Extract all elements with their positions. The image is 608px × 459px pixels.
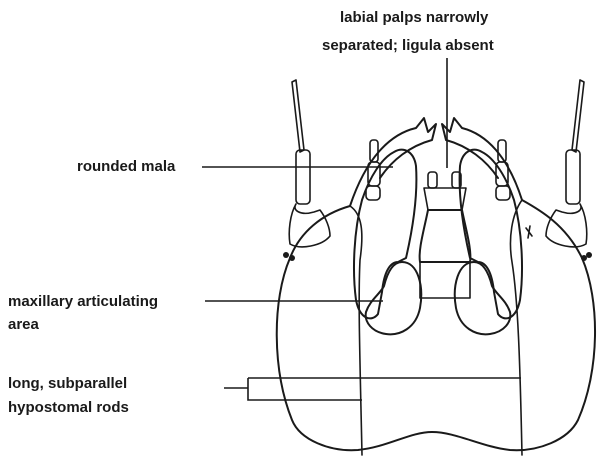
leader-hypostomal-bracket	[224, 378, 521, 400]
label-hypostomal-line2: hypostomal rods	[8, 399, 129, 416]
right-eye-spot-a	[586, 252, 592, 258]
cheek-mark	[526, 226, 532, 238]
label-labial-palps-line2: separated; ligula absent	[322, 37, 494, 54]
left-eye-spot-b	[289, 255, 295, 261]
label-maxillary-line1: maxillary articulating	[8, 293, 158, 310]
label-rounded-mala: rounded mala	[77, 158, 176, 175]
left-eye-spot-a	[283, 252, 289, 258]
left-mandible	[350, 118, 436, 206]
left-articulating-area	[366, 262, 422, 334]
prementum	[420, 210, 471, 262]
label-hypostomal-line1: long, subparallel	[8, 375, 127, 392]
left-cheek-inner	[350, 206, 362, 455]
label-labial-palps-line1: labial palps narrowly	[340, 9, 489, 26]
right-maxillary-palp	[496, 140, 510, 200]
right-antenna	[546, 80, 592, 261]
right-eye-spot-b	[581, 255, 587, 261]
label-maxillary-line2: area	[8, 316, 40, 333]
left-antenna	[283, 80, 330, 261]
left-maxillary-palp	[366, 140, 380, 200]
